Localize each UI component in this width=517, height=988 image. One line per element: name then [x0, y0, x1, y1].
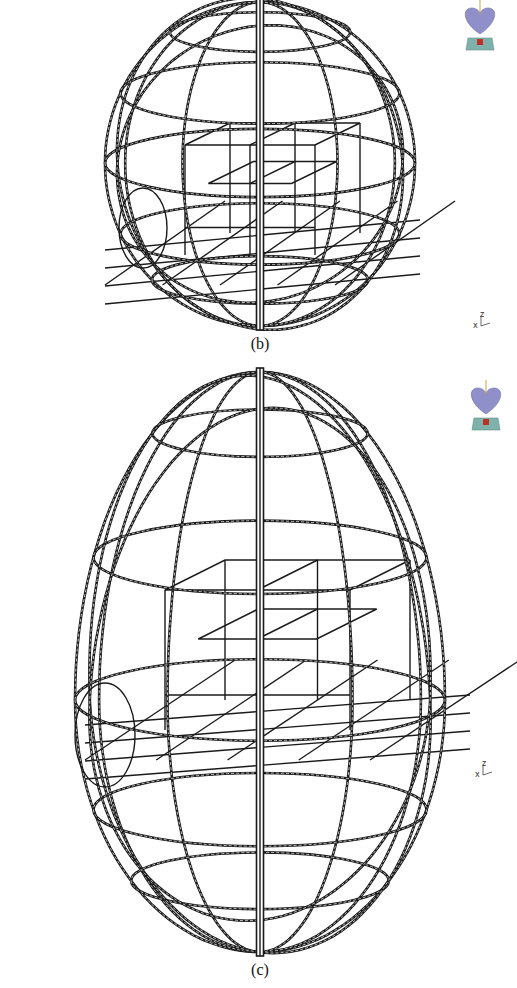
- floor-grid: [85, 660, 235, 760]
- table-c-leg: [317, 560, 318, 700]
- orientation-marker: [483, 419, 489, 425]
- orientation-plate: [472, 418, 500, 430]
- side-opening: [119, 188, 167, 268]
- table-b-leg: [314, 145, 315, 255]
- floor-grid: [299, 660, 449, 760]
- floor-grid: [85, 713, 470, 743]
- table-b-frame: [208, 162, 336, 184]
- floor-grid: [228, 660, 378, 760]
- figure-label: (c): [251, 962, 269, 978]
- figure-label: (b): [251, 336, 270, 352]
- table-b-leg: [229, 123, 230, 233]
- floor-grid: [85, 731, 470, 761]
- cage-great-circle-highlight: [117, 0, 403, 330]
- table-c-leg: [224, 560, 225, 700]
- cage-great-circle: [117, 0, 403, 330]
- axis-label: x: [473, 322, 478, 330]
- axis-label: x: [475, 771, 480, 779]
- axis-label: z: [482, 760, 486, 768]
- table-b-leg: [359, 123, 360, 233]
- table-b-rail: [185, 227, 315, 228]
- pole-axis: [259, 368, 260, 956]
- side-opening: [75, 683, 135, 787]
- orientation-marker: [477, 39, 483, 45]
- axis-label: z: [480, 311, 484, 319]
- table-c-leg: [164, 590, 165, 730]
- table-c-frame: [258, 609, 318, 639]
- orientation-axis: [480, 0, 481, 14]
- central-pole: [257, 368, 264, 956]
- table-c-frame: [258, 560, 318, 590]
- floor-grid: [85, 695, 470, 725]
- orientation-plate: [466, 38, 494, 50]
- table-b-leg: [249, 145, 250, 255]
- orientation-axis: [486, 380, 487, 394]
- pole-axis: [259, 0, 260, 330]
- central-pole: [257, 0, 264, 330]
- floor-grid: [220, 201, 340, 285]
- floor-grid: [85, 749, 470, 779]
- table-b-leg: [294, 123, 295, 233]
